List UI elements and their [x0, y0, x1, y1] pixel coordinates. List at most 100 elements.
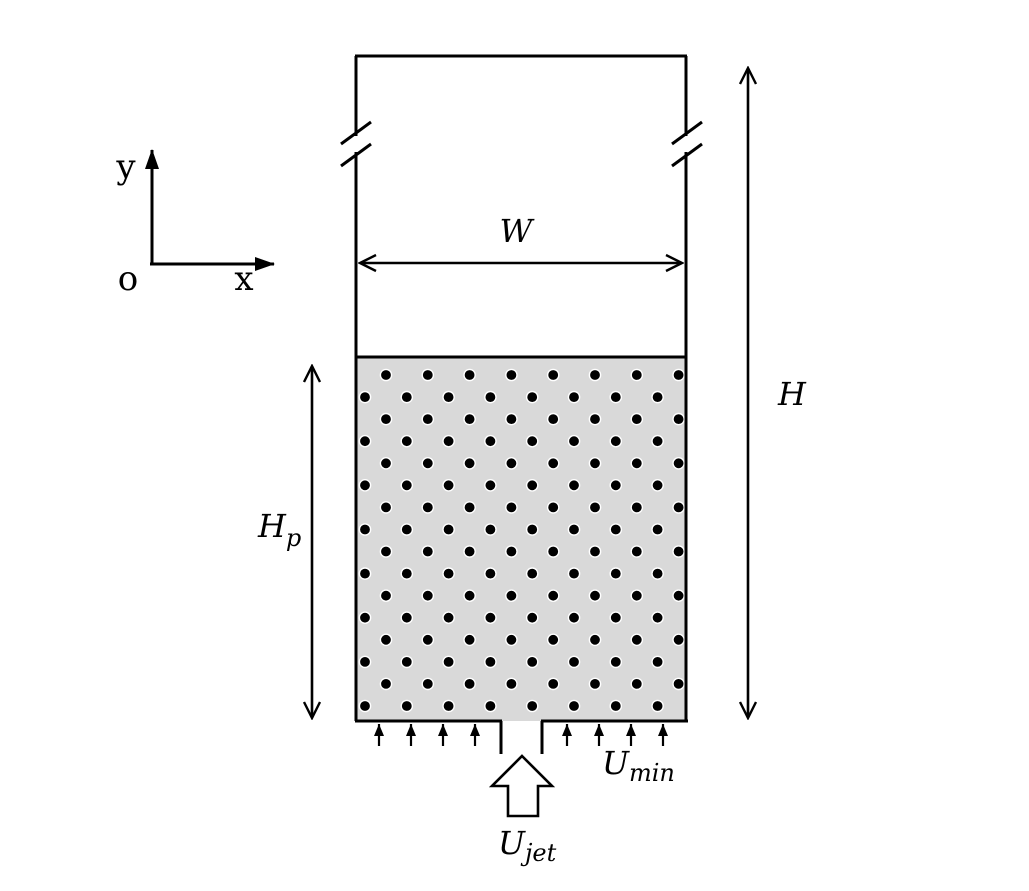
- particle: [484, 523, 497, 536]
- particle: [672, 633, 685, 647]
- particle: [463, 589, 476, 603]
- particle: [651, 478, 664, 492]
- particle: [588, 633, 602, 647]
- particle: [525, 655, 539, 669]
- particle: [546, 412, 560, 426]
- particle: [463, 368, 476, 382]
- particle: [505, 368, 518, 382]
- particle: [358, 390, 372, 404]
- particle: [379, 545, 393, 558]
- particle: [651, 567, 664, 580]
- particle: [505, 545, 518, 558]
- particle: [651, 655, 664, 669]
- particle: [484, 611, 497, 625]
- particle: [630, 633, 644, 647]
- particle: [505, 589, 518, 603]
- particle: [379, 677, 393, 691]
- particle: [525, 478, 539, 492]
- particle: [525, 523, 539, 536]
- particle: [651, 390, 664, 404]
- particle: [421, 368, 435, 382]
- particle: [546, 589, 560, 603]
- particle: [630, 677, 644, 691]
- bed-height-label-subscript: p: [286, 524, 301, 552]
- particle: [463, 456, 476, 470]
- particle: [525, 434, 539, 448]
- particle: [672, 501, 685, 514]
- particle: [546, 633, 560, 647]
- particle: [379, 501, 393, 514]
- particle: [651, 611, 664, 625]
- particle: [588, 545, 602, 558]
- particle: [442, 611, 455, 625]
- particle: [567, 699, 581, 713]
- min-velocity-label-main: U: [602, 744, 630, 782]
- particle: [358, 567, 372, 580]
- particle: [463, 412, 476, 426]
- particle: [484, 478, 497, 492]
- particle: [546, 545, 560, 558]
- particle: [400, 434, 414, 448]
- coordinate-axes: y x o: [115, 147, 275, 299]
- particle: [463, 501, 476, 514]
- particle: [379, 456, 393, 470]
- particle: [609, 390, 623, 404]
- particle: [525, 390, 539, 404]
- particle: [442, 523, 455, 536]
- min-velocity-label-subscript: min: [629, 759, 675, 787]
- left-break-mark-lower: [340, 142, 372, 168]
- particle: [567, 478, 581, 492]
- particle: [421, 501, 435, 514]
- particle: [672, 368, 685, 382]
- particle: [609, 567, 623, 580]
- particle: [609, 478, 623, 492]
- particle: [672, 456, 685, 470]
- x-axis-label: x: [234, 259, 253, 299]
- particle: [358, 699, 372, 713]
- particle: [442, 567, 455, 580]
- particle: [651, 434, 664, 448]
- particle: [442, 434, 455, 448]
- particle: [672, 412, 685, 426]
- particle: [588, 368, 602, 382]
- particle: [400, 567, 414, 580]
- particle: [463, 545, 476, 558]
- particle: [379, 412, 393, 426]
- y-axis-label: y: [115, 147, 136, 187]
- right-break-mark-lower: [671, 142, 703, 168]
- particle: [421, 412, 435, 426]
- particle: [546, 677, 560, 691]
- min-flow-arrows: [374, 724, 668, 746]
- particle: [609, 523, 623, 536]
- particle: [567, 390, 581, 404]
- particle: [358, 523, 372, 536]
- particle: [421, 633, 435, 647]
- width-label: W: [500, 212, 536, 250]
- particle: [588, 501, 602, 514]
- particle: [651, 523, 664, 536]
- particle: [525, 699, 539, 713]
- particle: [609, 655, 623, 669]
- particle: [505, 633, 518, 647]
- particle: [484, 390, 497, 404]
- particle: [484, 434, 497, 448]
- particle-array: [358, 368, 685, 713]
- right-break-mark-upper: [671, 120, 703, 146]
- particle: [421, 589, 435, 603]
- particle: [672, 589, 685, 603]
- particle: [379, 589, 393, 603]
- particle: [609, 611, 623, 625]
- particle: [442, 478, 455, 492]
- particle: [630, 545, 644, 558]
- particle: [505, 677, 518, 691]
- left-break-mark-upper: [340, 120, 372, 146]
- particle: [442, 699, 455, 713]
- min-velocity-label: Umin: [602, 744, 675, 787]
- particle: [505, 412, 518, 426]
- particle: [525, 567, 539, 580]
- jet-velocity-label: Ujet: [498, 824, 557, 867]
- particle: [546, 501, 560, 514]
- particle: [463, 633, 476, 647]
- particle: [630, 501, 644, 514]
- particle: [567, 611, 581, 625]
